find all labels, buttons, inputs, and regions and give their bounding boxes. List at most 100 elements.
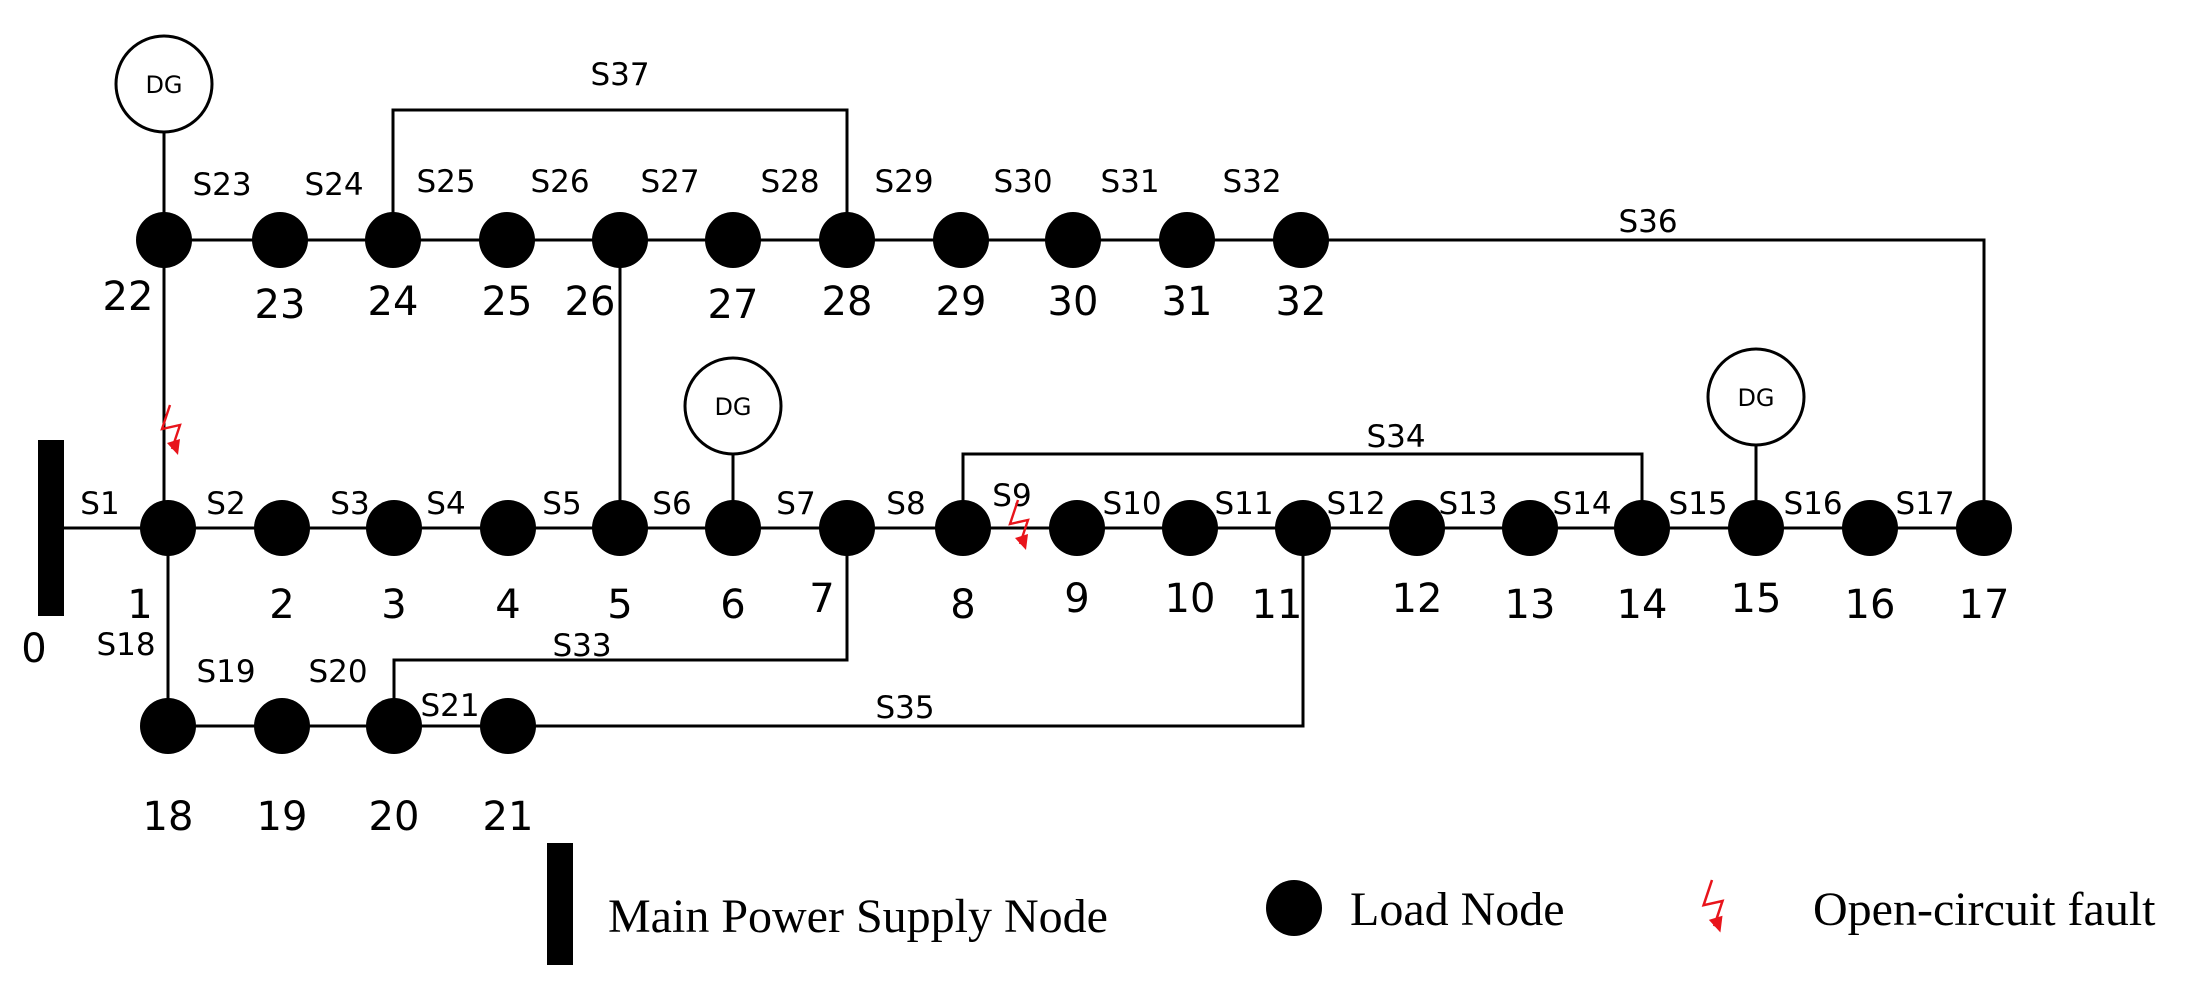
node-label-10: 10	[1165, 576, 1216, 622]
legend-main-supply-label: Main Power Supply Node	[608, 890, 1108, 943]
load-node-1	[140, 500, 196, 556]
switch-label-s30: S30	[993, 164, 1052, 200]
switch-label-s14: S14	[1552, 486, 1611, 522]
load-node-3	[366, 500, 422, 556]
switch-label-s29: S29	[874, 164, 933, 200]
switch-label-s20: S20	[308, 654, 367, 690]
switch-label-s13: S13	[1438, 486, 1497, 522]
node-label-14: 14	[1617, 582, 1668, 628]
node-label-11: 11	[1252, 582, 1303, 628]
load-node-4	[480, 500, 536, 556]
load-node-7	[819, 500, 875, 556]
load-node-31	[1159, 212, 1215, 268]
switch-label-s24: S24	[304, 167, 363, 203]
node-label-21: 21	[483, 794, 534, 840]
load-node-19	[254, 698, 310, 754]
switch-label-s7: S7	[776, 486, 815, 522]
switch-label-s5: S5	[542, 486, 581, 522]
node-label-25: 25	[482, 279, 533, 325]
switch-label-s21: S21	[420, 688, 479, 724]
legend-load-node-label: Load Node	[1350, 883, 1565, 936]
open-circuit-fault-icon	[1701, 879, 1725, 933]
switch-label-s25: S25	[416, 164, 475, 200]
load-node-2	[254, 500, 310, 556]
switch-label-s26: S26	[530, 164, 589, 200]
dg-unit-22	[114, 34, 214, 134]
node-label-6: 6	[720, 582, 745, 628]
switch-label-s37: S37	[590, 57, 649, 93]
dg-label: DG	[1737, 384, 1774, 412]
node-label-12: 12	[1392, 576, 1443, 622]
open-circuit-fault-icon	[1008, 499, 1030, 550]
legend-main-supply-symbol	[547, 843, 573, 965]
node-label-7: 7	[809, 576, 834, 622]
node-label-15: 15	[1731, 576, 1782, 622]
node-label-17: 17	[1959, 582, 2010, 628]
load-node-25	[479, 212, 535, 268]
node-label-30: 30	[1048, 279, 1099, 325]
switch-label-s19: S19	[196, 654, 255, 690]
node-label-5: 5	[607, 582, 632, 628]
load-node-16	[1842, 500, 1898, 556]
node-label-31: 31	[1162, 279, 1213, 325]
load-node-22	[136, 212, 192, 268]
dg-unit-6	[683, 356, 783, 456]
switch-label-s35: S35	[875, 690, 934, 726]
node-label-2: 2	[269, 582, 294, 628]
node-label-19: 19	[257, 794, 308, 840]
load-node-17	[1956, 500, 2012, 556]
load-node-27	[705, 212, 761, 268]
switch-label-s36: S36	[1618, 204, 1677, 240]
node-label-16: 16	[1845, 582, 1896, 628]
switch-label-s2: S2	[206, 486, 245, 522]
dg-label: DG	[714, 393, 751, 421]
switch-label-s34: S34	[1366, 419, 1425, 455]
fault-layer	[160, 404, 1030, 550]
node-label-29: 29	[936, 279, 987, 325]
dg-unit-15	[1706, 347, 1806, 447]
switch-label-s27: S27	[640, 164, 699, 200]
node-label-32: 32	[1276, 279, 1327, 325]
switch-label-s28: S28	[760, 164, 819, 200]
load-node-5	[592, 500, 648, 556]
switch-label-s18: S18	[96, 627, 155, 663]
load-node-10	[1162, 500, 1218, 556]
node-label-13: 13	[1505, 582, 1556, 628]
legend-fault-label: Open-circuit fault	[1813, 883, 2156, 936]
load-node-12	[1389, 500, 1445, 556]
switch-label-s6: S6	[652, 486, 691, 522]
legend-load-node-symbol	[1266, 880, 1322, 936]
switch-label-s12: S12	[1326, 486, 1385, 522]
node-label-1: 1	[127, 582, 152, 628]
dg-label: DG	[145, 71, 182, 99]
node-label-8: 8	[950, 582, 975, 628]
node-label-26: 26	[565, 279, 616, 325]
load-node-21	[480, 698, 536, 754]
feeder-line	[961, 452, 1644, 528]
node-label-24: 24	[368, 279, 419, 325]
switch-label-s3: S3	[330, 486, 369, 522]
load-node-24	[365, 212, 421, 268]
node-label-22: 22	[103, 274, 154, 320]
load-node-11	[1275, 500, 1331, 556]
node-label-0: 0	[21, 626, 46, 672]
load-node-15	[1728, 500, 1784, 556]
load-node-26	[592, 212, 648, 268]
node-label-4: 4	[495, 582, 520, 628]
node-label-27: 27	[708, 282, 759, 328]
load-node-28	[819, 212, 875, 268]
switch-label-s15: S15	[1668, 486, 1727, 522]
switch-label-s11: S11	[1214, 486, 1273, 522]
switch-label-s16: S16	[1783, 486, 1842, 522]
legend-fault-symbol	[1701, 879, 1725, 933]
switch-label-s4: S4	[426, 486, 465, 522]
load-node-29	[933, 212, 989, 268]
load-node-9	[1049, 500, 1105, 556]
load-node-23	[252, 212, 308, 268]
node-label-18: 18	[143, 794, 194, 840]
load-node-8	[935, 500, 991, 556]
feeder-line	[508, 528, 1305, 728]
feeder-line	[391, 108, 849, 240]
switch-label-s17: S17	[1895, 486, 1954, 522]
